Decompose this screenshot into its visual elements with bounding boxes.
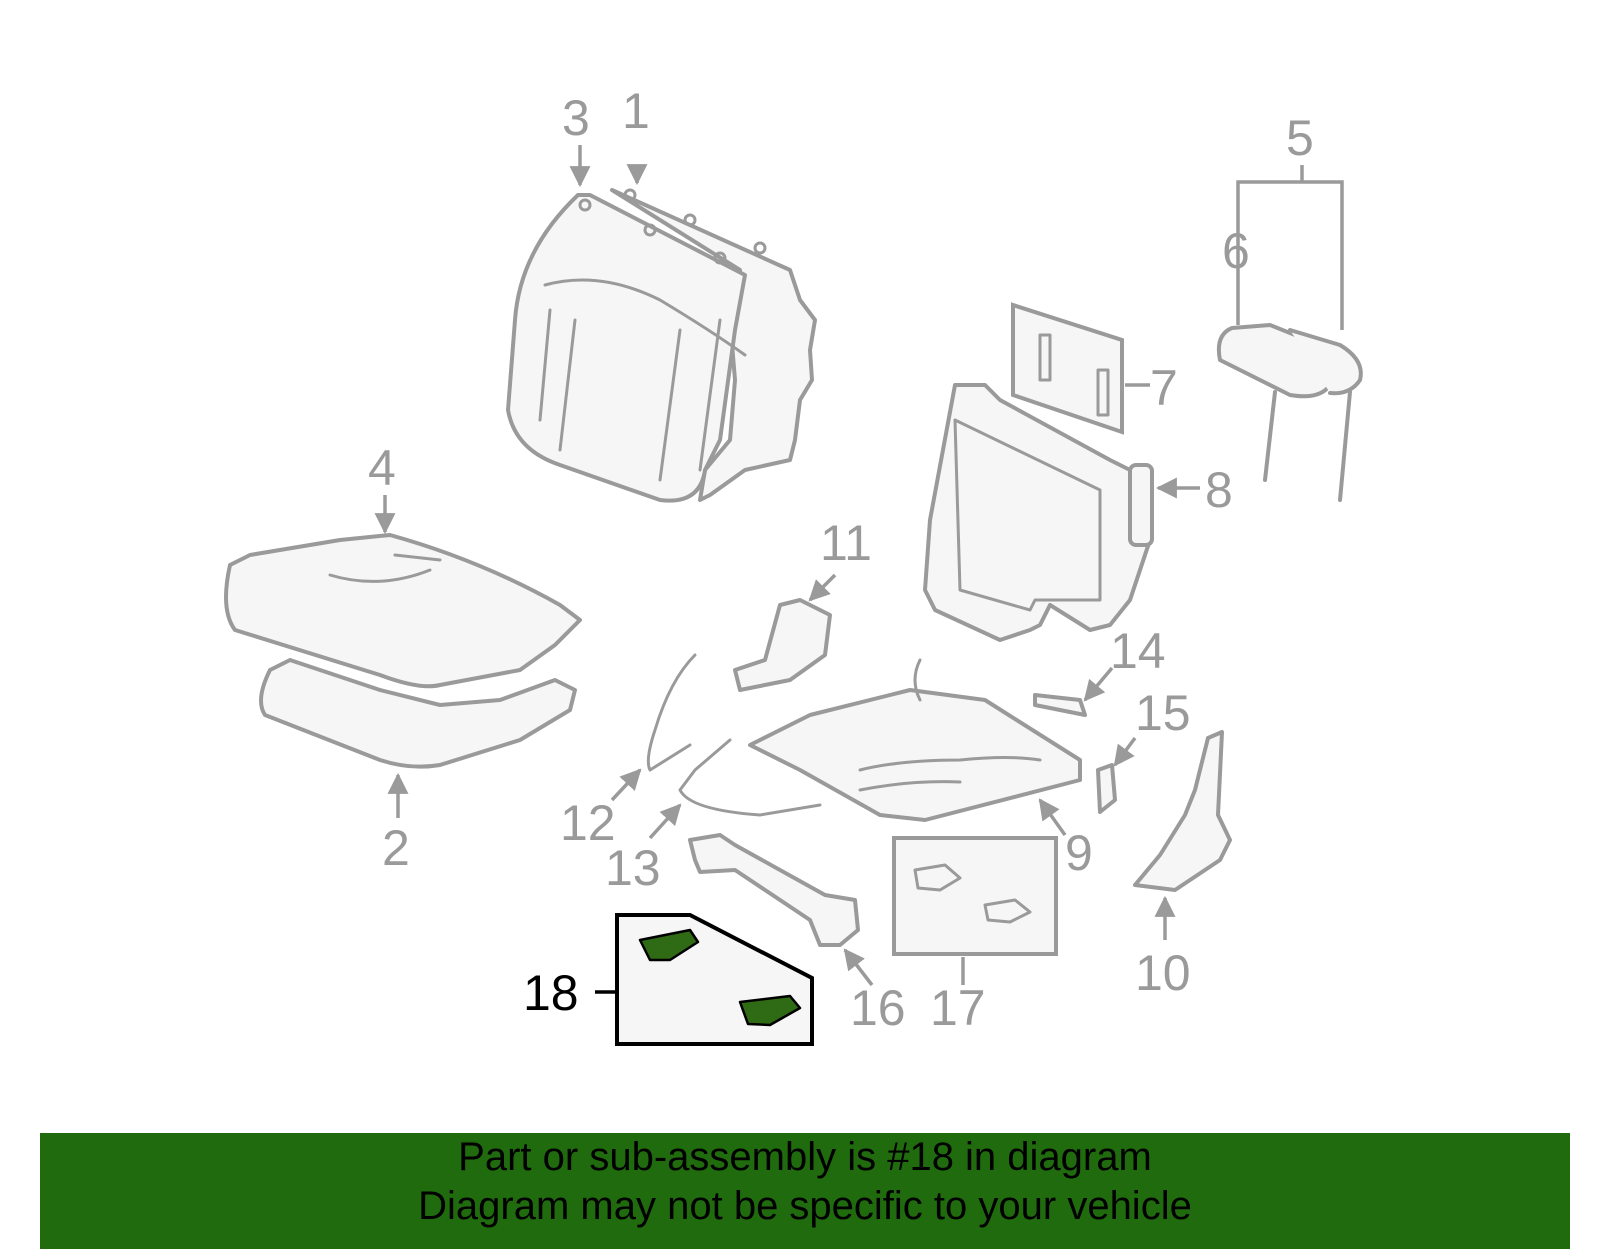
seat-cushion-pad	[259, 658, 577, 769]
callout-5: 5	[1286, 110, 1314, 166]
callout-3: 3	[562, 90, 590, 146]
info-banner: Part or sub-assembly is #18 in diagram D…	[40, 1133, 1570, 1249]
seat-track-16	[688, 833, 860, 947]
cover-15	[1096, 763, 1117, 814]
callout-12: 12	[560, 795, 616, 851]
callout-2: 2	[382, 820, 410, 876]
callout-1: 1	[622, 83, 650, 139]
seat-frame	[748, 658, 1082, 822]
recliner-10	[1133, 730, 1232, 892]
trim-14	[1033, 693, 1087, 717]
bolts-box	[1011, 302, 1124, 435]
bracket-18a	[638, 928, 700, 962]
seat-back-frame	[923, 383, 1154, 642]
callout-15: 15	[1135, 685, 1191, 741]
callout-4: 4	[368, 440, 396, 496]
callout-14: 14	[1110, 623, 1166, 679]
cable-13	[678, 738, 822, 817]
banner-line-2: Diagram may not be specific to your vehi…	[418, 1184, 1192, 1228]
seat-cushion-cover	[224, 533, 582, 689]
highlight-box-18	[595, 913, 814, 1046]
callout-8: 8	[1205, 462, 1233, 518]
bracket-11	[733, 598, 832, 692]
callout-13: 13	[605, 840, 661, 896]
callout-17: 17	[930, 980, 986, 1036]
box-17	[892, 836, 1058, 956]
leader-lines	[374, 145, 1344, 987]
callout-11: 11	[820, 515, 872, 571]
callout-6: 6	[1222, 223, 1250, 279]
callout-labels: 1 2 3 4 5 6 7 8 9 10 11 12 13 14 15 16 1…	[368, 83, 1314, 1036]
bracket-18b	[738, 994, 802, 1027]
callout-10: 10	[1135, 945, 1191, 1001]
callout-7: 7	[1150, 360, 1178, 416]
headrest	[1216, 323, 1363, 502]
callout-16: 16	[850, 980, 906, 1036]
callout-18: 18	[523, 965, 579, 1021]
banner-line-1: Part or sub-assembly is #18 in diagram	[458, 1135, 1152, 1179]
callout-9: 9	[1065, 825, 1093, 881]
seat-back-assembly	[506, 188, 817, 503]
cable-12	[646, 653, 697, 772]
